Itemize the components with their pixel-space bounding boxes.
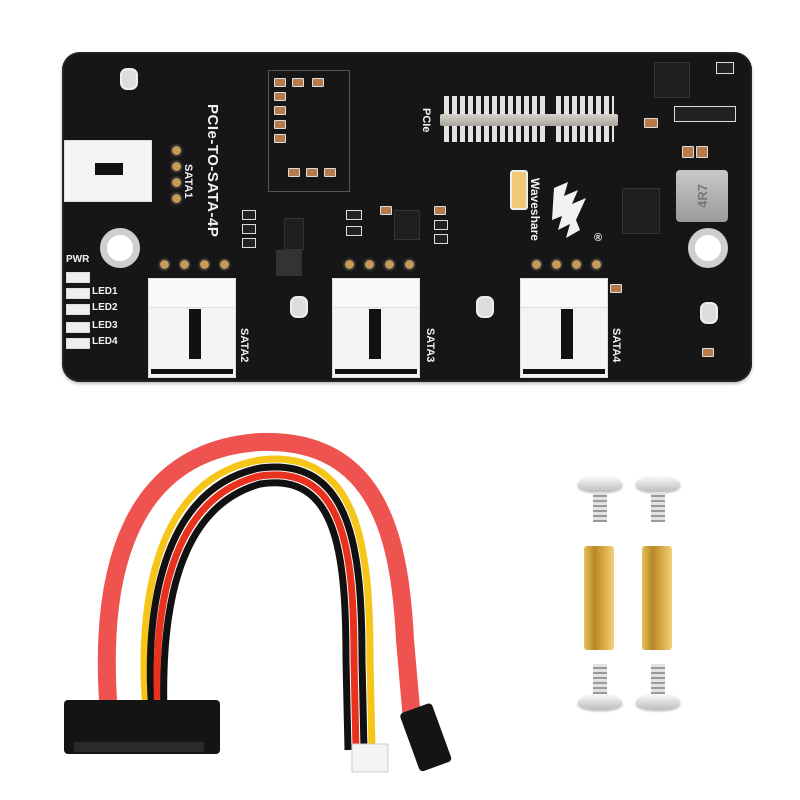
pwr-led: [66, 272, 90, 283]
pcb-board: PCIe-TO-SATA-4P SATA1 PWR LED1 LED2 LED3…: [62, 52, 752, 382]
mosfet-chip: [654, 62, 690, 98]
brass-standoff: [642, 546, 672, 650]
fan-4pin-connector: [351, 743, 389, 773]
sata-combo-connector: [64, 700, 220, 754]
power-inductor: 4R7: [676, 170, 728, 222]
inductor-marking: 4R7: [694, 184, 710, 208]
board-title: PCIe-TO-SATA-4P: [204, 104, 221, 238]
flash-chip: [394, 210, 420, 240]
mounting-hole: [688, 228, 728, 268]
sata4-label: SATA4: [610, 328, 622, 363]
mounting-slot: [700, 302, 718, 324]
sata3-header: [332, 278, 420, 378]
brand-name: Waveshare: [528, 178, 542, 241]
pwr-label: PWR: [66, 254, 90, 265]
sata1-label: SATA1: [182, 164, 194, 199]
sata3-label: SATA3: [424, 328, 436, 363]
led1-label: LED1: [92, 286, 118, 297]
led3: [66, 322, 90, 333]
mounting-slot: [120, 68, 138, 90]
led1: [66, 288, 90, 299]
pcie-ffc-connector: [440, 114, 618, 126]
led3-label: LED3: [92, 320, 118, 331]
registered-mark: ®: [594, 232, 603, 244]
controller-ic-area: [268, 70, 350, 192]
sata4-header: [520, 278, 608, 378]
chip: [276, 250, 302, 276]
screw: [636, 664, 680, 710]
waveshare-logo-icon: [552, 182, 586, 238]
screw: [578, 664, 622, 710]
regulator-chip: [622, 188, 660, 234]
pcie-label: PCIe: [420, 108, 432, 133]
screw: [636, 476, 680, 522]
screw: [578, 476, 622, 522]
sata2-header: [148, 278, 236, 378]
sata2-label: SATA2: [238, 328, 250, 363]
led4-label: LED4: [92, 336, 118, 347]
tantalum-capacitor: [510, 170, 528, 210]
sata1-header: [64, 140, 152, 202]
mounting-slot: [476, 296, 494, 318]
chip: [284, 218, 304, 250]
led2: [66, 304, 90, 315]
mounting-hole: [100, 228, 140, 268]
led4: [66, 338, 90, 349]
sata-power-data-cable: [64, 432, 452, 773]
led2-label: LED2: [92, 302, 118, 313]
mounting-slot: [290, 296, 308, 318]
brass-standoff: [584, 546, 614, 650]
sata-data-connector: [400, 703, 452, 772]
